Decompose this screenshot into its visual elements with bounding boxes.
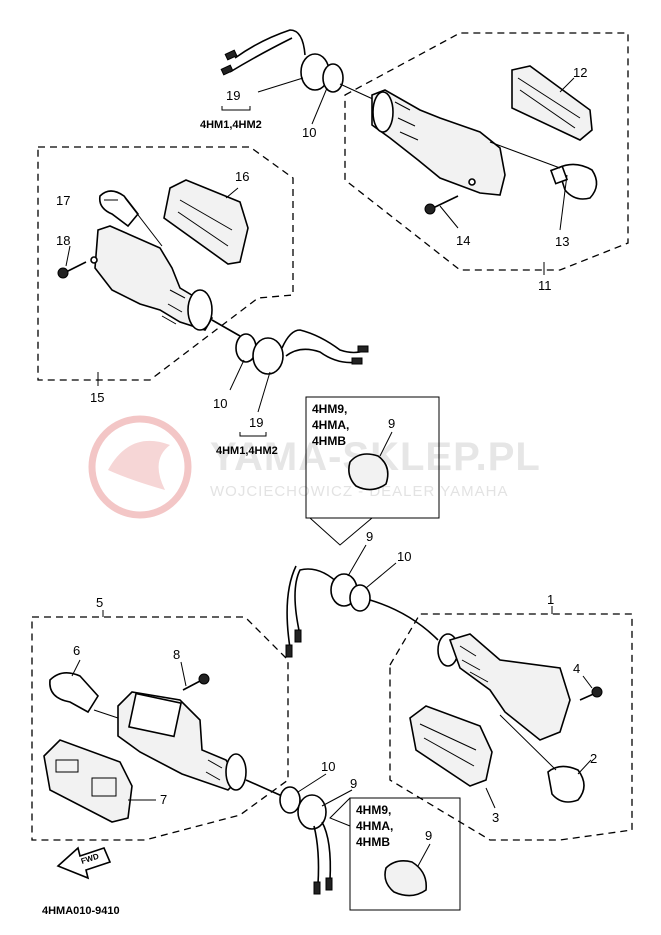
flasher-body-1 bbox=[448, 633, 571, 741]
forward-arrow-icon: FWD bbox=[56, 846, 112, 880]
callout-10-lower: 10 bbox=[321, 759, 335, 774]
callout-10-mid: 10 bbox=[213, 396, 227, 411]
wire-mid bbox=[281, 329, 366, 354]
grommet-9-lower bbox=[297, 794, 327, 830]
box-bottom-line1: 4HM9, bbox=[356, 803, 391, 817]
model-note-top: 4HM1,4HM2 bbox=[200, 119, 262, 131]
lens-12 bbox=[511, 65, 593, 141]
bulb-17 bbox=[98, 190, 140, 228]
wire-top bbox=[234, 29, 306, 59]
bulb-6 bbox=[49, 672, 99, 714]
callout-8: 8 bbox=[173, 647, 180, 662]
callout-17: 17 bbox=[56, 193, 70, 208]
callout-9-box-top: 9 bbox=[388, 416, 395, 431]
assembly-15-outline bbox=[37, 146, 294, 381]
flasher-body-11 bbox=[371, 89, 506, 196]
model-box-bottom: 4HM9, 4HMA, 4HMB 9 bbox=[329, 797, 461, 911]
lens-7 bbox=[43, 739, 133, 823]
grommet-9-top-detail bbox=[348, 453, 389, 491]
assembly-left-lower bbox=[31, 610, 353, 895]
callout-9-lower: 9 bbox=[350, 776, 357, 791]
screw-8 bbox=[182, 673, 210, 691]
lens-16 bbox=[163, 179, 249, 265]
screw-4 bbox=[579, 686, 603, 701]
callout-5: 5 bbox=[96, 595, 103, 610]
diagram-code: 4HMA010-9410 bbox=[42, 905, 120, 917]
nut-10-top bbox=[322, 63, 344, 93]
callout-4: 4 bbox=[573, 661, 580, 676]
grommet-19-mid bbox=[252, 337, 284, 375]
box-top-line2: 4HMA, bbox=[312, 418, 349, 432]
callout-19-mid: 19 bbox=[249, 415, 263, 430]
callout-10-top: 10 bbox=[302, 125, 316, 140]
callout-19-top: 19 bbox=[226, 88, 240, 103]
bulb-13 bbox=[557, 163, 598, 200]
grommet-9-bottom-detail bbox=[384, 860, 428, 897]
watermark-sub-text: WOJCIECHOWICZ - DEALER YAMAHA bbox=[210, 483, 508, 500]
callout-10-right: 10 bbox=[397, 549, 411, 564]
yamaha-watermark-logo bbox=[88, 415, 192, 519]
assembly-left-upper bbox=[37, 146, 369, 413]
lens-3 bbox=[409, 705, 493, 787]
callout-9-upper: 9 bbox=[366, 529, 373, 544]
assembly-right-lower bbox=[389, 606, 633, 841]
callout-7: 7 bbox=[160, 792, 167, 807]
callout-18: 18 bbox=[56, 233, 70, 248]
model-box-top: 4HM9, 4HMA, 4HMB 9 bbox=[305, 396, 440, 546]
assembly-top-right bbox=[220, 29, 629, 275]
box-top-line1: 4HM9, bbox=[312, 402, 347, 416]
box-bottom-line2: 4HMA, bbox=[356, 819, 393, 833]
box-top-line3: 4HMB bbox=[312, 434, 346, 448]
callout-2: 2 bbox=[590, 751, 597, 766]
callout-9-box-bottom: 9 bbox=[425, 828, 432, 843]
nut-10-lower bbox=[279, 786, 301, 814]
bulb-2 bbox=[547, 765, 585, 803]
assembly-5-outline bbox=[31, 616, 289, 841]
model-note-mid: 4HM1,4HM2 bbox=[216, 445, 278, 457]
center-harness bbox=[285, 544, 439, 658]
nut-10-center bbox=[349, 584, 371, 612]
callout-13: 13 bbox=[555, 234, 569, 249]
screw-18 bbox=[57, 261, 87, 279]
callout-11: 11 bbox=[538, 278, 552, 293]
callout-6: 6 bbox=[73, 643, 80, 658]
screw-14 bbox=[424, 195, 459, 215]
box-bottom-line3: 4HMB bbox=[356, 835, 390, 849]
callout-12: 12 bbox=[573, 65, 587, 80]
assembly-11-outline bbox=[344, 32, 629, 271]
callout-15: 15 bbox=[90, 390, 104, 405]
callout-1: 1 bbox=[547, 592, 554, 607]
callout-3: 3 bbox=[492, 810, 499, 825]
callout-14: 14 bbox=[456, 233, 470, 248]
callout-16: 16 bbox=[235, 169, 249, 184]
